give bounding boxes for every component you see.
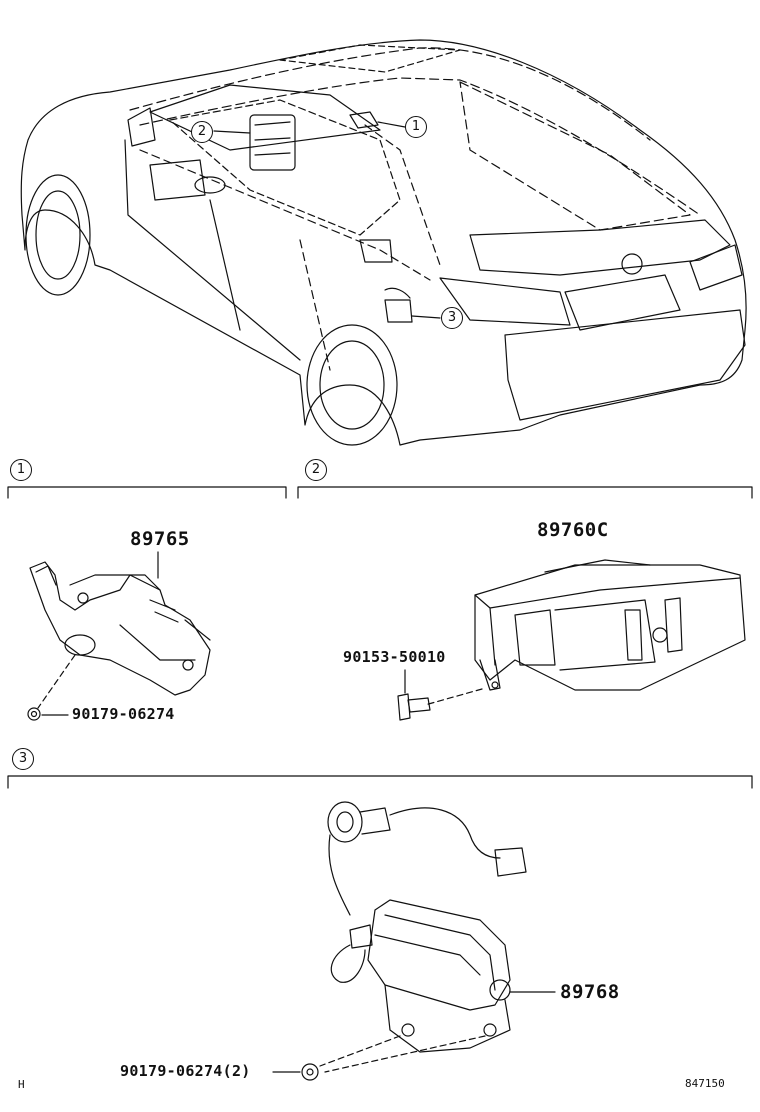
section-1-bracket	[7, 486, 287, 499]
part-number-89760C[interactable]: 89760C	[537, 519, 609, 541]
section-2-bracket	[297, 486, 753, 499]
module-part-89760C	[397, 559, 746, 721]
section-1-number: 1	[10, 459, 32, 481]
part-number-90179-06274-qty2[interactable]: 90179-06274(2)	[120, 1062, 251, 1080]
bracket-part-89765	[27, 551, 211, 721]
drawing-number: 847150	[685, 1077, 725, 1090]
part-number-89768[interactable]: 89768	[560, 981, 620, 1003]
overview-callout-2[interactable]: 2	[191, 121, 213, 143]
footer-left-mark: H	[18, 1078, 25, 1091]
overview-callout-3[interactable]: 3	[441, 307, 463, 329]
part-number-89765[interactable]: 89765	[130, 528, 190, 550]
section-3-bracket	[7, 775, 753, 789]
part-number-90179-06274[interactable]: 90179-06274	[72, 705, 175, 723]
overview-callout-1[interactable]: 1	[405, 116, 427, 138]
section-3-number: 3	[12, 748, 34, 770]
part-number-90153-50010[interactable]: 90153-50010	[343, 648, 446, 666]
section-2-number: 2	[305, 459, 327, 481]
car-illustration	[20, 39, 747, 446]
sensor-part-89768	[272, 801, 556, 1081]
